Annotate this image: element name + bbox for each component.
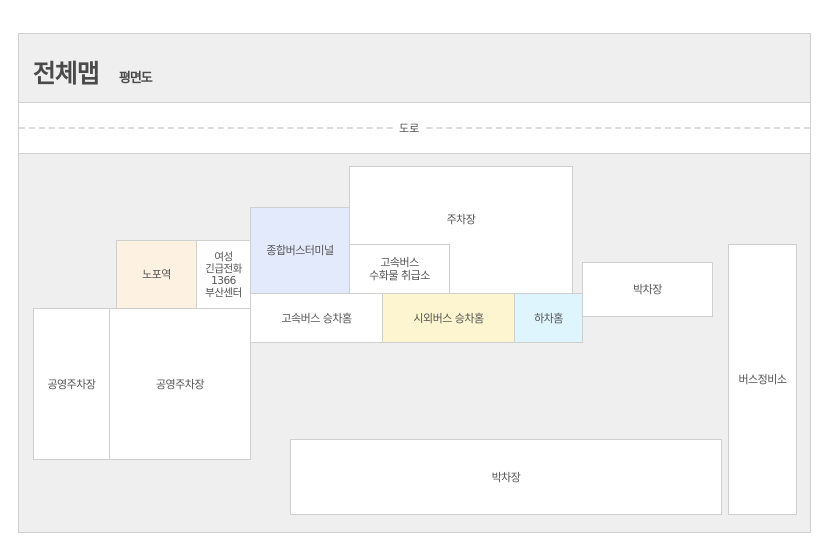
road-label: 도로: [395, 120, 424, 136]
area-bus-terminal[interactable]: 종합버스터미널: [250, 207, 350, 294]
area-label: 버스정비소: [738, 373, 787, 386]
area-label: 종합버스터미널: [266, 244, 334, 257]
page-title: 전체맵: [33, 59, 100, 88]
area-label: 여성 긴급전화 1366 부산센터: [205, 250, 242, 299]
road-band: 도로: [19, 102, 810, 154]
area-overnight-parking-bottom[interactable]: 박차장: [290, 439, 722, 515]
area-women-hotline[interactable]: 여성 긴급전화 1366 부산센터: [196, 240, 251, 309]
area-label: 주차장: [446, 213, 476, 226]
area-public-parking-main[interactable]: 공영주차장: [109, 308, 251, 460]
area-public-parking-left[interactable]: 공영주차장: [33, 308, 110, 460]
area-bus-maintenance[interactable]: 버스정비소: [728, 244, 797, 515]
area-label: 박차장: [491, 470, 521, 484]
floor-plan-map: 전체맵 평면도 도로 주차장 종합버스터미널 고속버스 수화물 취급소 노포역 …: [18, 33, 811, 533]
area-dropoff-platform[interactable]: 하차홈: [514, 293, 583, 343]
area-intercity-bus-platform[interactable]: 시외버스 승차홈: [382, 293, 515, 343]
area-label: 공영주차장: [47, 377, 96, 391]
area-label: 노포역: [142, 268, 171, 281]
area-label: 고속버스 승차홈: [281, 311, 352, 325]
area-label: 시외버스 승차홈: [413, 311, 484, 325]
area-label: 박차장: [633, 283, 662, 296]
area-label: 하차홈: [534, 311, 563, 325]
area-baggage-office[interactable]: 고속버스 수화물 취급소: [349, 244, 450, 294]
page-subtitle: 평면도: [119, 71, 153, 86]
area-overnight-parking-right[interactable]: 박차장: [582, 262, 713, 317]
area-nopo-station[interactable]: 노포역: [116, 240, 197, 309]
area-label: 공영주차장: [155, 377, 205, 391]
area-express-bus-platform[interactable]: 고속버스 승차홈: [250, 293, 383, 343]
area-label: 고속버스 수화물 취급소: [369, 256, 430, 282]
map-header: 전체맵 평면도: [19, 34, 810, 102]
